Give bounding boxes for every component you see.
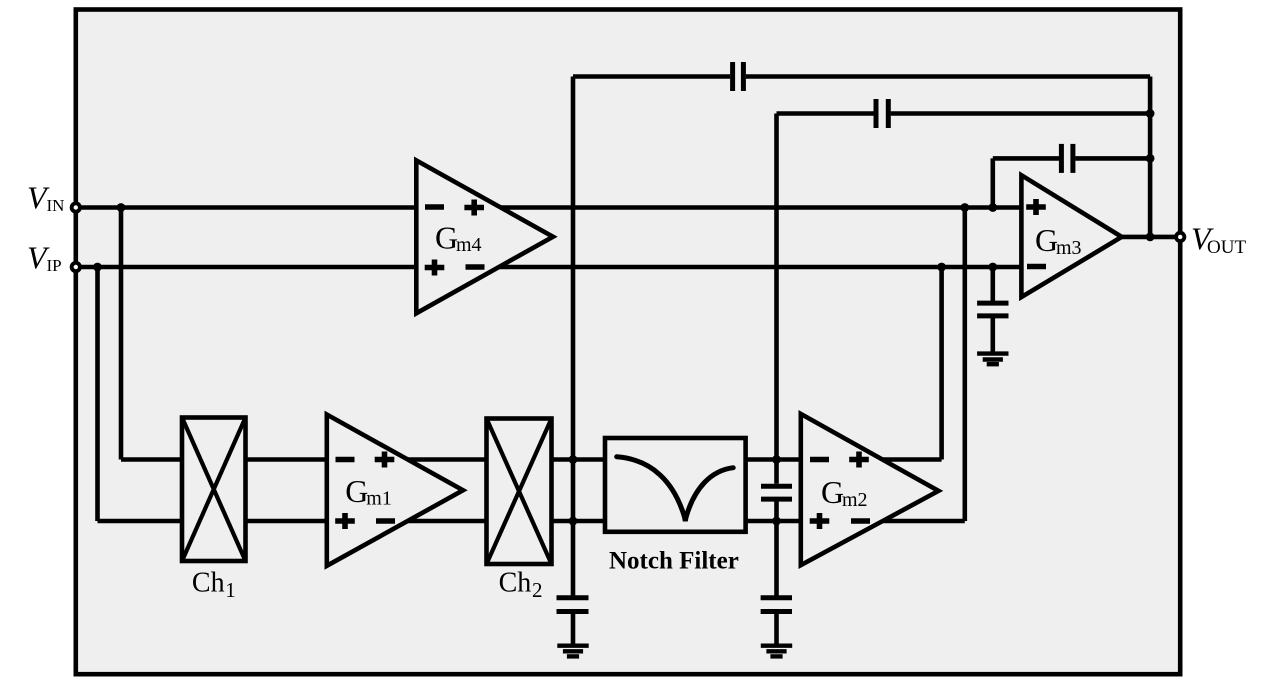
svg-text:V: V xyxy=(1191,221,1214,257)
svg-text:OUT: OUT xyxy=(1207,237,1246,258)
svg-text:Notch Filter: Notch Filter xyxy=(609,548,739,575)
svg-text:2: 2 xyxy=(532,578,543,602)
svg-text:IP: IP xyxy=(47,256,62,275)
svg-text:G: G xyxy=(345,473,368,509)
svg-text:Ch: Ch xyxy=(192,567,225,598)
svg-text:V: V xyxy=(27,239,50,275)
svg-text:m2: m2 xyxy=(842,489,868,511)
svg-text:m1: m1 xyxy=(366,488,392,510)
svg-text:G: G xyxy=(435,219,458,255)
svg-text:m3: m3 xyxy=(1056,237,1082,259)
svg-text:G: G xyxy=(1035,222,1058,258)
svg-text:1: 1 xyxy=(225,578,236,602)
svg-text:G: G xyxy=(821,474,844,510)
svg-text:Ch: Ch xyxy=(499,567,532,598)
svg-text:IN: IN xyxy=(47,196,65,215)
svg-text:m4: m4 xyxy=(456,234,482,256)
svg-text:V: V xyxy=(27,180,50,216)
